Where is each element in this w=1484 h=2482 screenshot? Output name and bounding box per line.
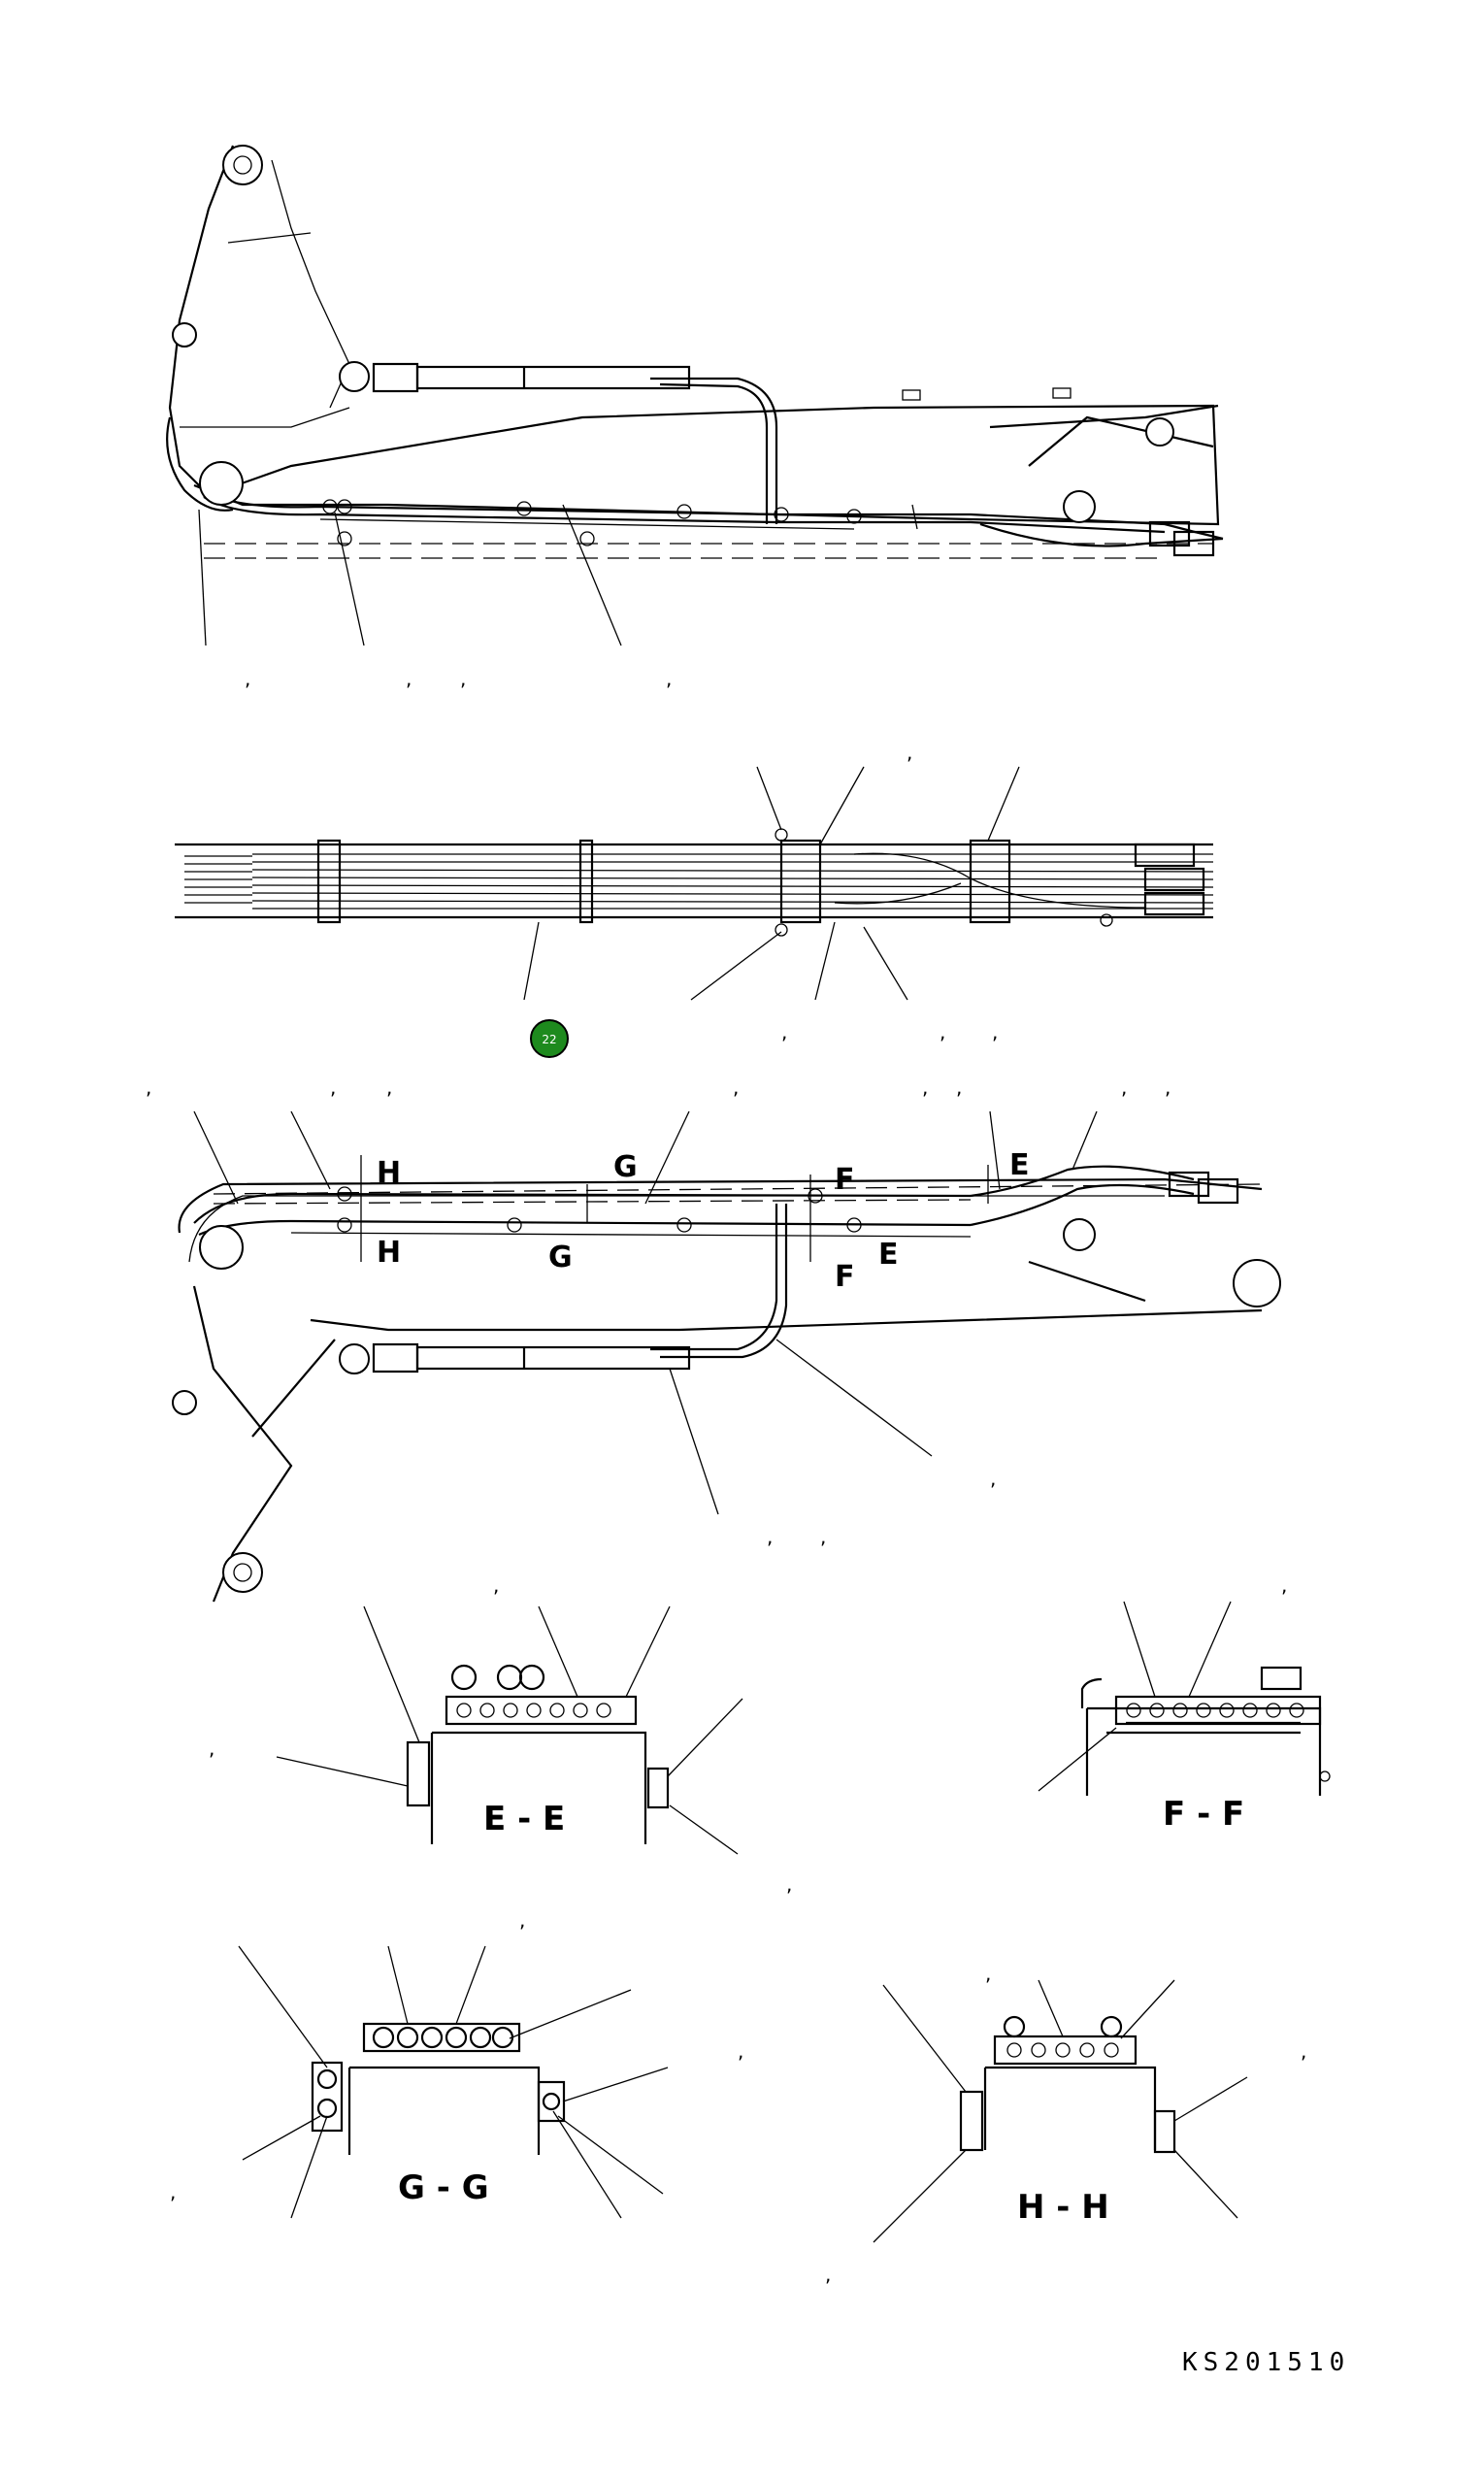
- callout-22[interactable]: 22: [530, 1019, 569, 1058]
- section-mark-f-bottom: F: [835, 1260, 855, 1294]
- separator: ,: [781, 1020, 787, 1043]
- section-f-f: F - F: [1038, 1601, 1331, 1834]
- section-h-h: H - H: [873, 1979, 1248, 2243]
- separator: ,: [519, 1908, 525, 1932]
- separator: ,: [733, 1076, 739, 1099]
- separator: ,: [1281, 1573, 1287, 1597]
- drawing-code: KS201510: [1182, 2348, 1350, 2377]
- separator: ,: [666, 667, 672, 690]
- clamp-holes-e: [456, 1703, 611, 1718]
- boom-plan-view: [175, 766, 1214, 1001]
- section-title-f-f: F - F: [1163, 1795, 1244, 1834]
- section-title-e-e: E - E: [483, 1800, 565, 1838]
- section-title-h-h: H - H: [1017, 2188, 1109, 2227]
- boom-foot-pin: [1063, 490, 1096, 523]
- callout-number: 22: [542, 1033, 556, 1046]
- separators-row-3: , , , , ,: [493, 1467, 1287, 1597]
- separator: ,: [786, 1872, 792, 1896]
- separator: ,: [406, 667, 412, 690]
- section-mark-g-top: G: [613, 1150, 638, 1184]
- pipe-clamps-top: [322, 499, 862, 546]
- separator: ,: [956, 1076, 962, 1099]
- separator: ,: [990, 1467, 996, 1490]
- separator: ,: [146, 1076, 151, 1099]
- section-mark-e-top: E: [1009, 1148, 1030, 1182]
- separator: ,: [922, 1076, 928, 1099]
- section-mark-e-bottom: E: [878, 1238, 899, 1272]
- section-g-g: G - G: [238, 1945, 669, 2219]
- separator: ,: [985, 1962, 991, 1985]
- clamp-holes-h: [1006, 2042, 1119, 2058]
- separator: ,: [386, 1076, 392, 1099]
- boom-side-view-top: [166, 145, 1224, 646]
- separators-row-2: , , , , , , , , , , ,: [146, 1020, 1171, 1099]
- separator: ,: [1121, 1076, 1127, 1099]
- clamp-holes-g: [372, 2026, 514, 2049]
- boom-bottom-eye: [222, 1552, 263, 1593]
- separator: ,: [1301, 2039, 1306, 2063]
- section-mark-h-top: H: [377, 1156, 401, 1190]
- clamp-holes-f: [1126, 1703, 1304, 1718]
- separator: ,: [738, 2039, 743, 2063]
- separator: ,: [245, 667, 250, 690]
- section-mark-f-top: F: [835, 1163, 855, 1197]
- separator: ,: [330, 1076, 336, 1099]
- callout-circle: [530, 1019, 569, 1058]
- separator: ,: [940, 1020, 945, 1043]
- separator: ,: [493, 1573, 499, 1597]
- separator: ,: [992, 1020, 998, 1043]
- separator: ,: [767, 1525, 773, 1548]
- separators-row-1: , , , , ,: [245, 667, 912, 764]
- section-mark-g-bottom: G: [548, 1241, 573, 1274]
- boom-top-eye: [222, 145, 263, 185]
- section-title-g-g: G - G: [398, 2168, 489, 2207]
- separator: ,: [1165, 1076, 1171, 1099]
- section-mark-h-bottom: H: [377, 1236, 401, 1270]
- cylinder-pin: [339, 361, 370, 392]
- section-marks: H H G G F F E E: [377, 1148, 1030, 1294]
- separator: ,: [460, 667, 466, 690]
- separator: ,: [170, 2180, 176, 2203]
- separator: ,: [907, 741, 912, 764]
- separator: ,: [820, 1525, 826, 1548]
- separator: ,: [825, 2263, 831, 2286]
- section-e-e: E - E: [276, 1605, 743, 1855]
- boom-side-view-bottom: [172, 1110, 1281, 1603]
- separator: ,: [209, 1737, 214, 1760]
